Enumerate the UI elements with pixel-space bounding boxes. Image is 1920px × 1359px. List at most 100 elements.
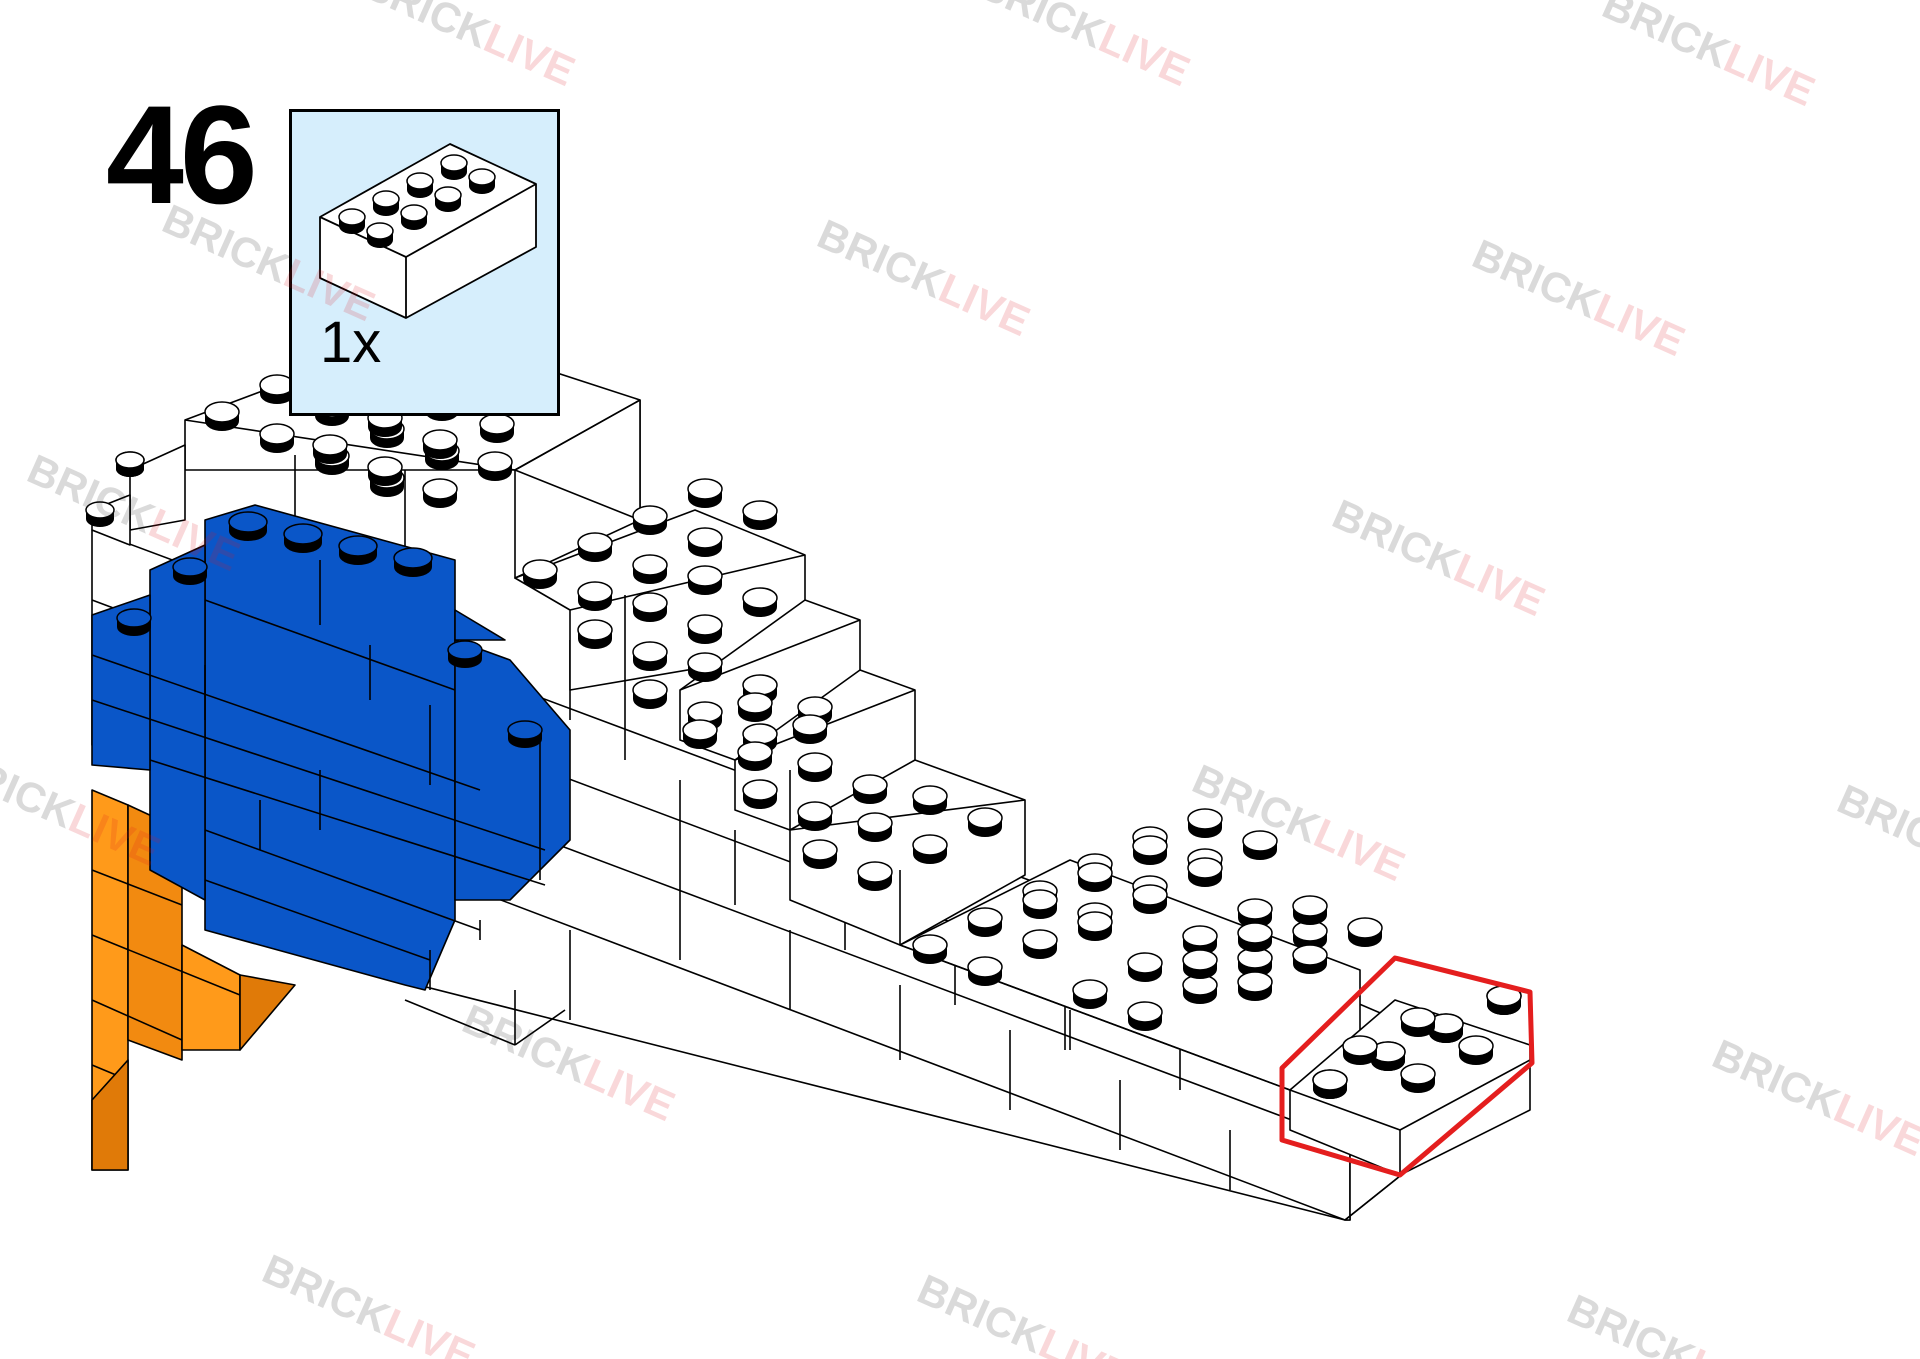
stud (1370, 1041, 1406, 1071)
stud (1077, 862, 1113, 892)
stud (1237, 922, 1273, 952)
stud (366, 222, 394, 248)
stud (1237, 898, 1273, 928)
stud (1182, 974, 1218, 1004)
stud (1022, 929, 1058, 959)
stud (632, 679, 668, 709)
stud (687, 614, 723, 644)
stud (737, 692, 773, 722)
stud (468, 168, 496, 194)
stud (1292, 895, 1328, 925)
stud (1022, 889, 1058, 919)
stud (1292, 920, 1328, 950)
stud (228, 511, 268, 541)
stud (912, 934, 948, 964)
stud (1187, 857, 1223, 887)
step-number: 46 (106, 76, 258, 233)
stud (742, 779, 778, 809)
stud (687, 478, 723, 508)
stud (1428, 1013, 1464, 1043)
stud (372, 190, 400, 216)
stud (393, 547, 433, 577)
stud (338, 535, 378, 565)
stud (577, 581, 613, 611)
stud (522, 559, 558, 589)
stud (479, 413, 515, 443)
stud (1486, 985, 1522, 1015)
stud (687, 565, 723, 595)
stud (477, 451, 513, 481)
stud (115, 451, 145, 477)
stud (687, 652, 723, 682)
stud (312, 434, 348, 464)
stud (577, 532, 613, 562)
stud (967, 907, 1003, 937)
stud (1132, 835, 1168, 865)
stud (1237, 947, 1273, 977)
stud (259, 423, 295, 453)
stud (742, 587, 778, 617)
stud (792, 714, 828, 744)
stud (1242, 830, 1278, 860)
stud (259, 374, 295, 404)
stud (434, 186, 462, 212)
stud (1182, 925, 1218, 955)
stud (857, 861, 893, 891)
blue-bricks (91, 504, 571, 991)
stud (802, 839, 838, 869)
stud (852, 774, 888, 804)
stud (1127, 1001, 1163, 1031)
stud (857, 812, 893, 842)
stud (742, 500, 778, 530)
stud (1312, 1069, 1348, 1099)
stud (204, 401, 240, 431)
stud (797, 752, 833, 782)
highlight-outline (1279, 955, 1535, 1178)
stud (1400, 1063, 1436, 1093)
stud (507, 720, 543, 748)
stud (1400, 1007, 1436, 1037)
stud (400, 204, 428, 230)
stud (1072, 979, 1108, 1009)
stud (912, 785, 948, 815)
part-quantity: 1x (320, 310, 382, 375)
stud (1342, 1035, 1378, 1065)
stud (687, 527, 723, 557)
stud (1187, 808, 1223, 838)
stud (912, 834, 948, 864)
stud (1132, 884, 1168, 914)
stud (422, 478, 458, 508)
stud (406, 172, 434, 198)
stud (682, 719, 718, 749)
stud (1127, 952, 1163, 982)
orange-bricks (91, 789, 296, 1171)
stud (632, 554, 668, 584)
stud (1182, 949, 1218, 979)
stud (283, 523, 323, 553)
stud (737, 741, 773, 771)
stud (632, 641, 668, 671)
stud (967, 807, 1003, 837)
stud (632, 505, 668, 535)
stud (422, 429, 458, 459)
stud (440, 154, 468, 180)
stud (967, 956, 1003, 986)
stud (577, 619, 613, 649)
brick-2x4-white-icon (319, 143, 537, 319)
stud (116, 608, 152, 636)
stud (447, 640, 483, 668)
stud (338, 208, 366, 234)
stud (1077, 911, 1113, 941)
stud (1458, 1035, 1494, 1065)
stud (1292, 944, 1328, 974)
parts-callout: 1x (289, 109, 560, 416)
stud (85, 501, 115, 527)
stud (367, 456, 403, 486)
stud (797, 801, 833, 831)
stud (172, 557, 208, 585)
stud (1347, 917, 1383, 947)
stud (632, 592, 668, 622)
stud (1237, 971, 1273, 1001)
